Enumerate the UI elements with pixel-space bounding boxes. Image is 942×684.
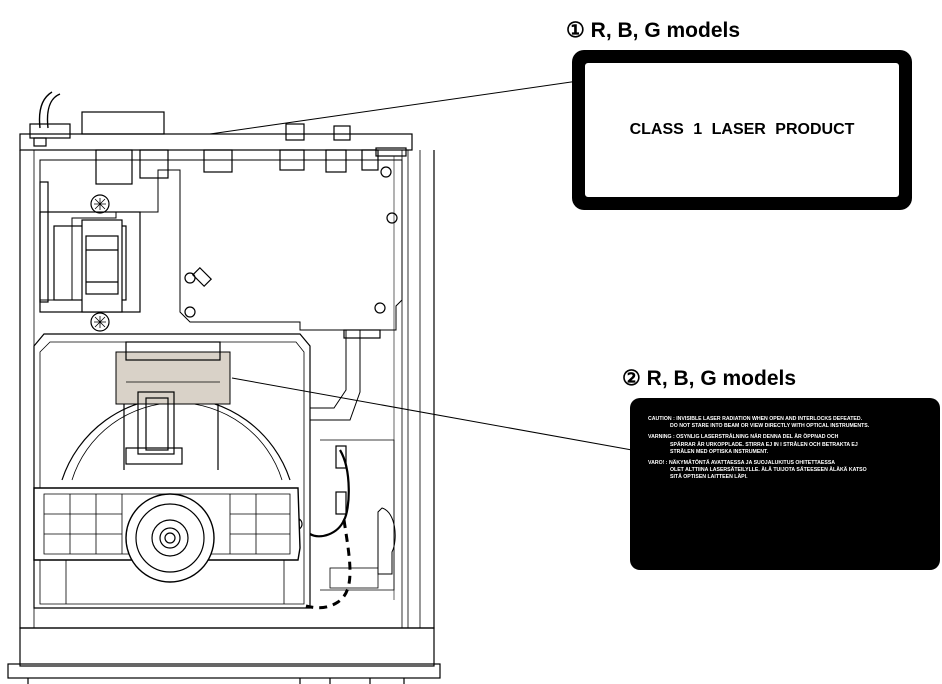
leader-line-2 xyxy=(231,377,633,451)
laser-warning-label: CAUTION : INVISIBLE LASER RADIATION WHEN… xyxy=(630,398,940,570)
warning-line: SITÄ OPTISEN LAITTEEN LÄPI. xyxy=(670,474,748,481)
warning-line: VARNING : OSYNLIG LASERSTRÅLNING NÄR DEN… xyxy=(648,434,839,441)
callout-2-marker: ② xyxy=(622,367,641,390)
laser-label-highlight xyxy=(115,351,231,405)
spindle-clamp xyxy=(125,493,215,583)
disc-outline xyxy=(61,396,291,481)
warning-line: STRÅLEN MED OPTISKA INSTRUMENT. xyxy=(670,448,769,455)
cd-mechanism-frame xyxy=(33,333,311,609)
leader-line-1 xyxy=(209,79,586,135)
power-cord xyxy=(38,91,61,129)
rear-panel xyxy=(19,133,413,151)
flex-cable xyxy=(310,330,361,421)
front-panel xyxy=(19,627,435,667)
callout-2-title-text: R, B, G models xyxy=(646,367,797,390)
warning-text-block: CAUTION : INVISIBLE LASER RADIATION WHEN… xyxy=(648,416,930,482)
callout-1-title-text: R, B, G models xyxy=(590,19,741,42)
warning-line: SPÄRRAR ÄR URKOPPLADE. STIRRA EJ IN I ST… xyxy=(670,441,858,448)
callout-2-title: ② R, B, G models xyxy=(622,366,796,391)
warning-line: VARO! : NÄKYMÄTÖNTÄ AVATTAESSA JA SUOJAL… xyxy=(648,460,836,467)
class1-laser-label: CLASS 1 LASER PRODUCT xyxy=(572,50,912,210)
rear-connector-block xyxy=(81,111,165,135)
callout-1-title: ① R, B, G models xyxy=(566,18,740,43)
class1-label-text: CLASS 1 LASER PRODUCT xyxy=(629,121,855,138)
dashed-wire xyxy=(305,519,352,610)
warning-line: OLET ALTTIINA LASERSÄTEILYLLE. ÄLÄ TUIJO… xyxy=(670,467,867,474)
class1-label-inner: CLASS 1 LASER PRODUCT xyxy=(582,60,902,200)
callout-1-marker: ① xyxy=(566,19,585,42)
warning-line: DO NOT STARE INTO BEAM OR VIEW DIRECTLY … xyxy=(670,423,870,430)
warning-line: CAUTION : INVISIBLE LASER RADIATION WHEN… xyxy=(648,416,863,422)
circuit-board xyxy=(39,159,403,331)
wire xyxy=(309,449,350,538)
